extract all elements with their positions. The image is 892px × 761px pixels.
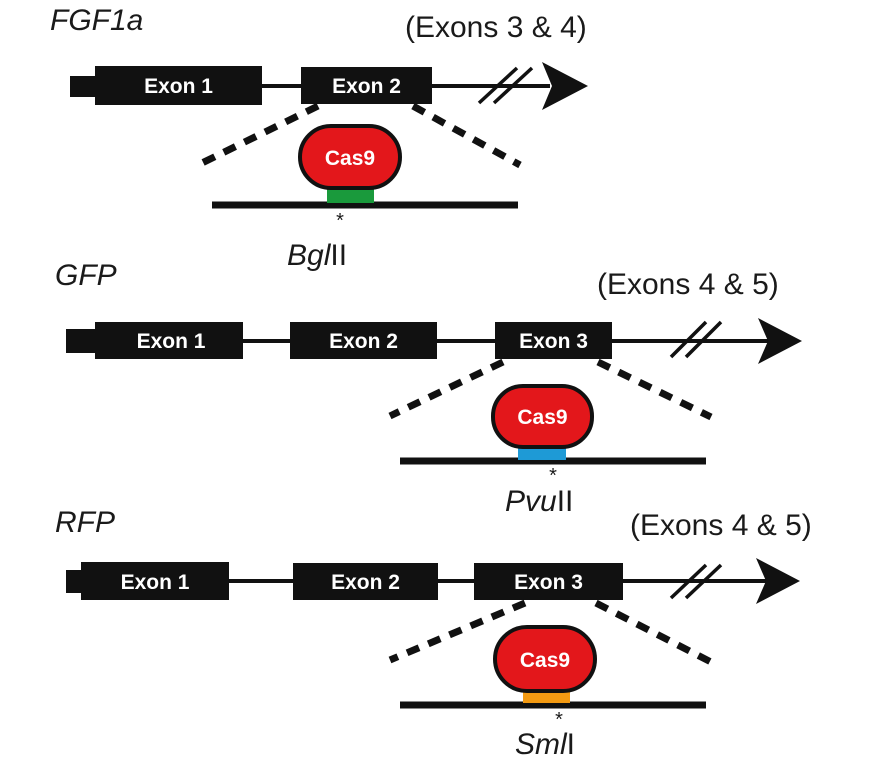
exon-box: Exon 1: [95, 322, 243, 359]
exon-label: Exon 3: [519, 330, 588, 353]
cut-site-asterisk: *: [555, 709, 563, 731]
restriction-enzyme-label: PvuII: [505, 485, 573, 518]
exon-box: Exon 2: [290, 322, 437, 359]
restriction-enzyme-label: SmlI: [515, 728, 575, 761]
downstream-exons-label: (Exons 4 & 5): [597, 268, 779, 301]
break-mark: [477, 66, 534, 105]
cas9-protein: Cas9: [491, 384, 594, 449]
utr-box: [70, 76, 100, 97]
downstream-exons-label: (Exons 3 & 4): [405, 11, 587, 44]
panel-rfp: RFP (Exons 4 & 5) Exon 1 Exon 2 Exon 3: [55, 506, 812, 761]
break-mark: [669, 320, 723, 359]
gene-name-fgf1a: FGF1a: [50, 4, 143, 37]
arrowhead-icon: [542, 62, 588, 110]
exon-box-targeted: Exon 3: [495, 322, 612, 359]
cas9-label: Cas9: [517, 406, 567, 429]
cas9-protein: Cas9: [298, 124, 402, 190]
panel-fgf1a: FGF1a (Exons 3 & 4) Exon 1 Exon 2 Cas9 *…: [50, 4, 588, 272]
enzyme-italic-part: Pvu: [505, 485, 557, 518]
cut-site-asterisk: *: [336, 210, 344, 232]
exon-label: Exon 1: [121, 571, 190, 594]
exon-label: Exon 3: [514, 571, 583, 594]
enzyme-roman-part: I: [567, 728, 575, 761]
gene-name-rfp: RFP: [55, 506, 115, 539]
exon-box: Exon 2: [293, 563, 438, 600]
cas9-label: Cas9: [520, 649, 570, 672]
arrowhead-icon: [756, 558, 800, 604]
cut-site-asterisk: *: [549, 465, 557, 487]
target-site: [518, 446, 566, 460]
exon-box-targeted: Exon 2: [301, 67, 432, 104]
cas9-protein: Cas9: [493, 625, 597, 693]
exon-label: Exon 2: [329, 330, 398, 353]
zoom-dash-lines: [388, 599, 713, 666]
exon-label: Exon 1: [137, 330, 206, 353]
enzyme-roman-part: II: [557, 485, 574, 518]
break-mark: [669, 563, 723, 600]
target-site: [327, 187, 374, 203]
exon-label: Exon 2: [331, 571, 400, 594]
arrowhead-icon: [758, 318, 802, 364]
target-site: [523, 690, 570, 703]
zoom-dash-lines: [388, 358, 713, 421]
utr-box: [66, 329, 100, 353]
exon-box: Exon 1: [81, 562, 229, 600]
downstream-exons-label: (Exons 4 & 5): [630, 509, 812, 542]
gene-name-gfp: GFP: [55, 259, 117, 292]
restriction-enzyme-label: BglII: [287, 239, 347, 272]
enzyme-roman-part: II: [330, 239, 347, 272]
zoom-dash-lines: [200, 102, 522, 169]
cas9-label: Cas9: [325, 147, 375, 170]
exon-label: Exon 2: [332, 75, 401, 98]
exon-box-targeted: Exon 3: [474, 563, 623, 600]
enzyme-italic-part: Sml: [515, 728, 568, 761]
exon-box: Exon 1: [95, 66, 262, 105]
exon-label: Exon 1: [144, 75, 213, 98]
panel-gfp: GFP (Exons 4 & 5) Exon 1 Exon 2 Exon 3: [55, 259, 802, 518]
enzyme-italic-part: Bgl: [287, 239, 332, 272]
